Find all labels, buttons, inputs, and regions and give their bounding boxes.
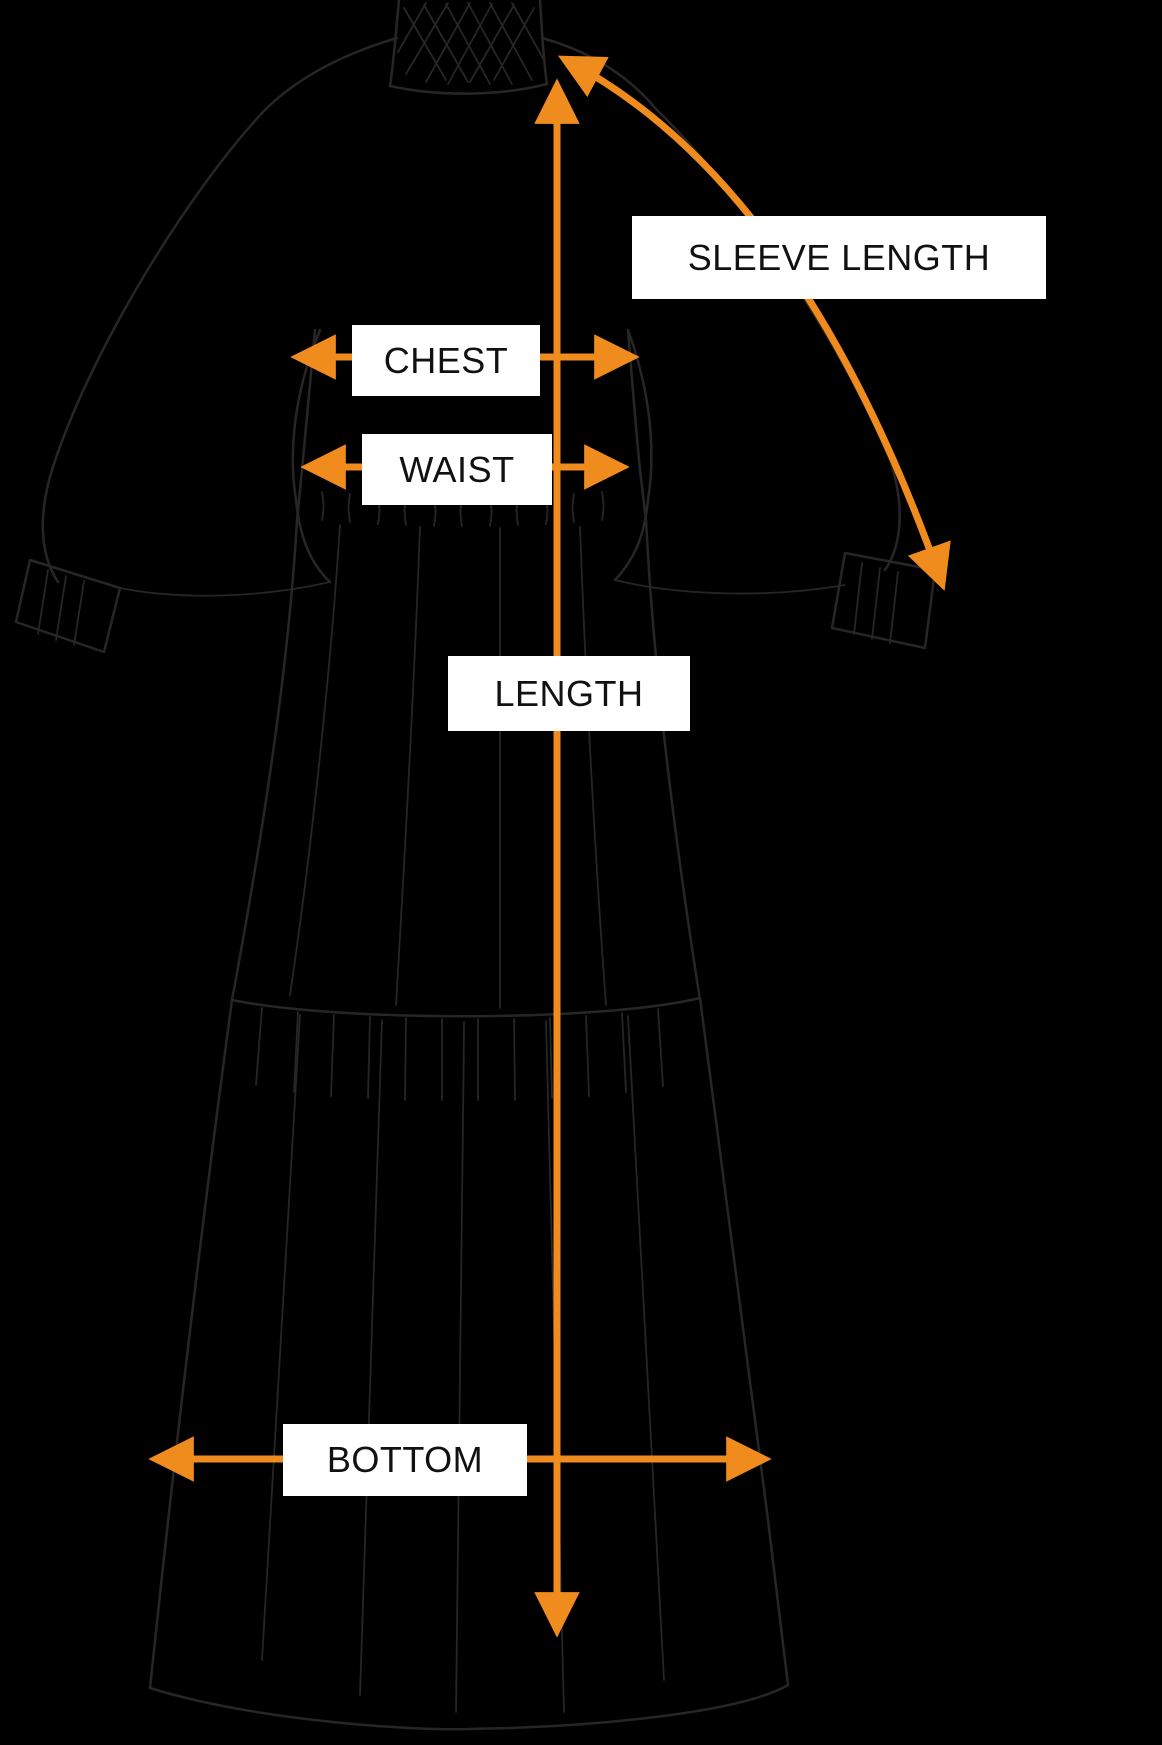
bottom-label: BOTTOM xyxy=(283,1424,527,1496)
sleeve-length-arrow xyxy=(557,55,951,591)
chest-label: CHEST xyxy=(352,325,540,396)
length-label: LENGTH xyxy=(448,656,690,731)
sleeve-length-label: SLEEVE LENGTH xyxy=(632,216,1046,299)
waist-label: WAIST xyxy=(362,434,552,505)
